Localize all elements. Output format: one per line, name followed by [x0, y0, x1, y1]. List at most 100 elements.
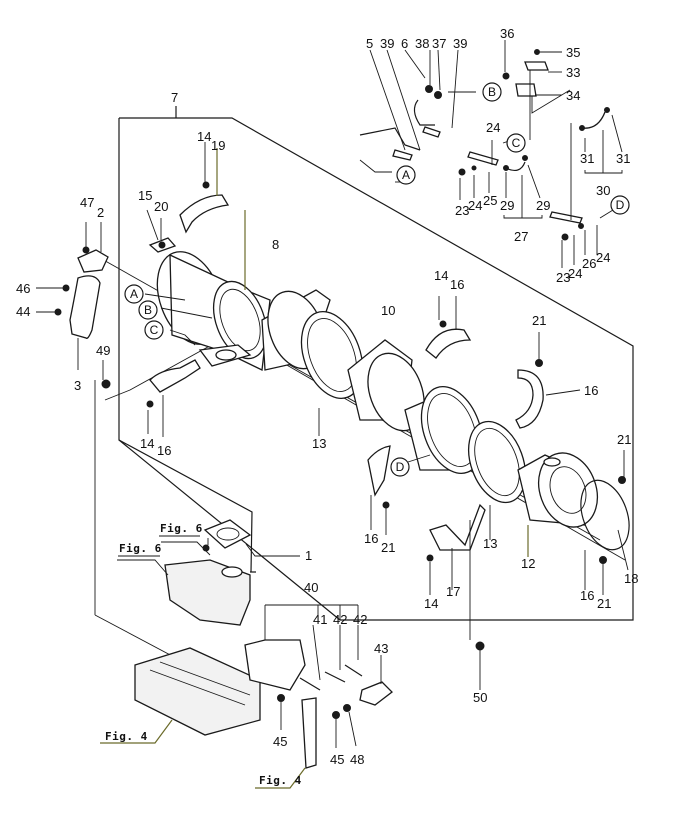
callout-23: 23 [455, 203, 469, 218]
callout-16: 16 [157, 443, 171, 458]
callout-14: 14 [434, 268, 448, 283]
connector-B-housing: B [138, 300, 158, 320]
clamp-18 [580, 476, 630, 564]
bracket-30-guide [531, 89, 571, 114]
gasket-1 [203, 519, 252, 549]
callout-12: 12 [521, 556, 535, 571]
bracket-17 [426, 503, 486, 562]
callout-24: 24 [468, 198, 482, 213]
callout-20: 20 [154, 199, 168, 214]
connector-C-pipe: C [506, 133, 526, 153]
callout-31: 31 [580, 151, 594, 166]
callout-18: 18 [624, 571, 638, 586]
fig-ref-4[interactable]: Fig. 4 [105, 730, 148, 743]
inlet-housing [156, 251, 271, 371]
sensor-block-34 [502, 49, 549, 140]
callout-43: 43 [374, 641, 388, 656]
sensor-26 [549, 211, 584, 241]
callout-47: 47 [80, 195, 94, 210]
callout-8: 8 [272, 237, 279, 252]
svg-text:C: C [150, 323, 159, 337]
svg-text:B: B [144, 303, 152, 317]
callout-23: 23 [556, 270, 570, 285]
fig-ref-4[interactable]: Fig. 4 [259, 774, 302, 787]
callout-16: 16 [364, 531, 378, 546]
callout-48: 48 [350, 752, 364, 767]
callout-1: 1 [305, 548, 312, 563]
callout-50: 50 [473, 690, 487, 705]
connector-B-pipe: B [482, 82, 502, 102]
callout-29: 29 [536, 198, 550, 213]
callout-16: 16 [584, 383, 598, 398]
callout-3: 3 [74, 378, 81, 393]
cover-43 [359, 681, 393, 706]
callout-49: 49 [96, 343, 110, 358]
callout-37: 37 [432, 36, 446, 51]
callout-29: 29 [500, 198, 514, 213]
svg-text:B: B [488, 85, 496, 99]
connector-D-pipe: D [610, 195, 630, 215]
exhaust-manifold [164, 544, 251, 626]
pipe-30 [579, 107, 610, 131]
callout-14: 14 [140, 436, 154, 451]
sensor-25 [458, 151, 499, 176]
svg-text:D: D [616, 198, 625, 212]
connector-C-housing: C [144, 320, 164, 340]
callout-25: 25 [483, 193, 497, 208]
clamp-16-lower [367, 445, 391, 509]
clamp-16-lower-left [146, 359, 201, 408]
callout-31: 31 [616, 151, 630, 166]
callout-44: 44 [16, 304, 30, 319]
callout-6: 6 [401, 36, 408, 51]
plate-15 [148, 237, 177, 253]
callout-21: 21 [532, 313, 546, 328]
svg-text:A: A [402, 168, 410, 182]
fig-ref-6[interactable]: Fig. 6 [119, 542, 162, 555]
callout-14: 14 [197, 129, 211, 144]
callout-45: 45 [330, 752, 344, 767]
bolt-45b [332, 711, 340, 719]
callout-39: 39 [453, 36, 467, 51]
connector-A-pipe: A [396, 165, 416, 185]
callout-33: 33 [566, 65, 580, 80]
nut-50 [475, 641, 485, 651]
muffler-12 [517, 452, 598, 528]
connector-D-housing: D [390, 457, 410, 477]
bolt-45a [277, 694, 285, 702]
callout-labels: 7 14 19 15 20 47 2 46 44 3 49 8 14 16 13… [16, 26, 638, 767]
callout-36: 36 [500, 26, 514, 41]
callout-21: 21 [381, 540, 395, 555]
clamp-16-right [515, 359, 544, 429]
callout-24: 24 [486, 120, 500, 135]
bracket-3 [54, 275, 101, 339]
connector-A-housing: A [124, 284, 144, 304]
callout-2: 2 [97, 205, 104, 220]
pipe-6 [413, 85, 442, 138]
gasket-13a [300, 310, 364, 400]
callout-5: 5 [366, 36, 373, 51]
callout-10: 10 [381, 303, 395, 318]
nut-48 [343, 704, 351, 712]
callout-24: 24 [568, 266, 582, 281]
callout-24: 24 [596, 250, 610, 265]
callout-34: 34 [566, 88, 580, 103]
fig-ref-6[interactable]: Fig. 6 [160, 522, 203, 535]
callout-14: 14 [424, 596, 438, 611]
figure-references: Fig. 6 Fig. 6 Fig. 4 Fig. 4 [105, 522, 302, 787]
callout-38: 38 [415, 36, 429, 51]
pipe-27 [503, 155, 528, 172]
connector-markers: A B C A B C D D [124, 82, 630, 477]
callout-30: 30 [596, 183, 610, 198]
nut-49 [101, 379, 111, 389]
clamp-16-top [425, 320, 472, 359]
callout-26: 26 [582, 256, 596, 271]
middle-housing [404, 385, 484, 475]
leader-lines [36, 40, 629, 789]
studs-41-42 [299, 664, 363, 691]
svg-text:A: A [130, 287, 138, 301]
callout-45: 45 [273, 734, 287, 749]
svg-text:D: D [396, 460, 405, 474]
callout-13: 13 [483, 536, 497, 551]
